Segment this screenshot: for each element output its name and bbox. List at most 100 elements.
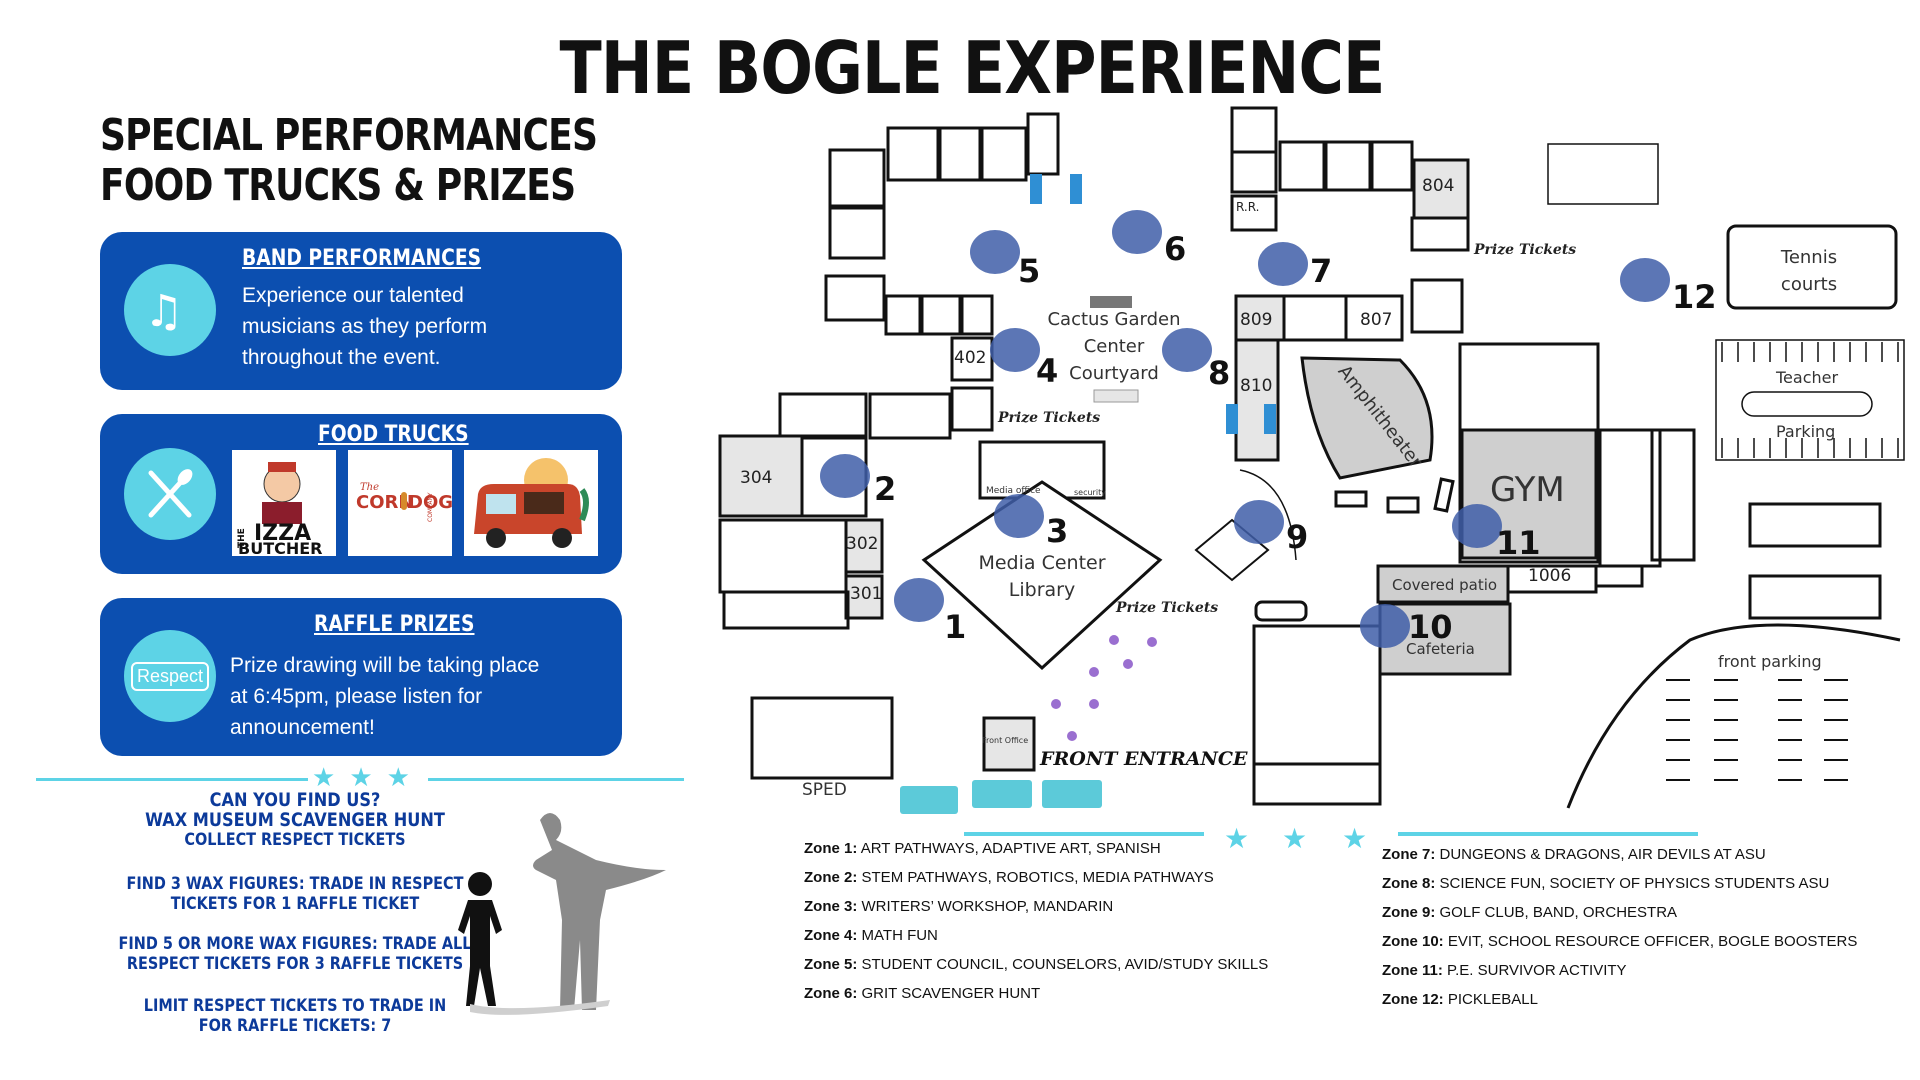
svg-text:★: ★ xyxy=(1342,822,1367,855)
page-title: THE BOGLE EXPERIENCE xyxy=(559,26,1386,110)
bulldog-zone4-icon xyxy=(990,328,1040,372)
bulldog-zone2-icon xyxy=(820,454,870,498)
bulldog-zone9-icon xyxy=(1234,500,1284,544)
raffle-card-title: RAFFLE PRIZES xyxy=(314,612,475,637)
restroom-label: R.R. xyxy=(1236,200,1260,214)
legend-zone-11: Zone 11: P.E. SURVIVOR ACTIVITY xyxy=(1382,962,1627,979)
room-302: 302 xyxy=(846,534,879,554)
corndog-logo-corn: CORN xyxy=(356,492,413,513)
food-card-title: FOOD TRUCKS xyxy=(318,422,469,447)
cafeteria-label: Cafeteria xyxy=(1406,640,1475,658)
headline-line-2: FOOD TRUCKS & PRIZES xyxy=(100,160,576,211)
corndog-logo-dog: DOG xyxy=(408,492,452,513)
corndog-logo-company: COMPANY xyxy=(427,492,434,522)
hunt-line-3: COLLECT RESPECT TICKETS xyxy=(184,830,406,850)
svg-text:♫: ♫ xyxy=(144,286,183,337)
legend-zone-7: Zone 7: DUNGEONS & DRAGONS, AIR DEVILS A… xyxy=(1382,846,1766,863)
food-trucks-card: FOOD TRUCKS THE IZZA BUTCHER The CORN DO… xyxy=(100,414,622,574)
ice-cream-truck-logo xyxy=(464,450,598,556)
raffle-text-line-2: at 6:45pm, please listen for xyxy=(230,685,483,708)
superhero-silhouette-icon xyxy=(458,813,666,1015)
legend-zone-2: Zone 2: STEM PATHWAYS, ROBOTICS, MEDIA P… xyxy=(804,869,1214,886)
corn-dog-company-logo: The CORN DOG COMPANY xyxy=(348,450,453,556)
bulldog-zone10-icon xyxy=(1360,604,1410,648)
room-301: 301 xyxy=(850,584,883,604)
prize-tickets-label-3: Prize Tickets xyxy=(1116,600,1219,616)
sped-label: SPED xyxy=(802,780,847,800)
zone-number-1: 1 xyxy=(944,608,967,646)
legend-zone-10: Zone 10: EVIT, SCHOOL RESOURCE OFFICER, … xyxy=(1382,933,1858,950)
hunt-find5-line-1: FIND 5 OR MORE WAX FIGURES: TRADE ALL xyxy=(118,934,472,954)
headline-line-1: SPECIAL PERFORMANCES xyxy=(100,110,598,161)
corndog-logo-the: The xyxy=(360,482,379,493)
bulldog-zone12-icon xyxy=(1620,258,1670,302)
legend-zone-9: Zone 9: GOLF CLUB, BAND, ORCHESTRA xyxy=(1382,904,1678,921)
raffle-text-line-3: announcement! xyxy=(230,716,375,739)
svg-text:★: ★ xyxy=(1282,822,1307,855)
room-402: 402 xyxy=(954,348,987,368)
raffle-text-line-1: Prize drawing will be taking place xyxy=(230,654,540,677)
teacher-label: Teacher xyxy=(1776,368,1839,387)
bulldog-zone11-icon xyxy=(1452,504,1502,548)
music-notes-icon: ♫ xyxy=(124,264,216,356)
media-office-label: Media office xyxy=(986,486,1041,496)
bulldog-zone6-icon xyxy=(1112,210,1162,254)
zone-number-11: 11 xyxy=(1496,524,1541,562)
legend-zone-12: Zone 12: PICKLEBALL xyxy=(1382,991,1538,1008)
gym-label: GYM xyxy=(1490,470,1565,510)
legend-zone-8: Zone 8: SCIENCE FUN, SOCIETY OF PHYSICS … xyxy=(1382,875,1830,892)
hunt-find3-line-1: FIND 3 WAX FIGURES: TRADE IN RESPECT xyxy=(126,874,464,894)
svg-text:★: ★ xyxy=(1224,822,1249,855)
zone-number-5: 5 xyxy=(1018,252,1041,290)
respect-stamp-text: Respect xyxy=(130,661,210,691)
hunt-line-2: WAX MUSEUM SCAVENGER HUNT xyxy=(145,809,445,831)
legend-zone-6: Zone 6: GRIT SCAVENGER HUNT xyxy=(804,985,1041,1002)
hunt-line-1: CAN YOU FIND US? xyxy=(209,789,381,811)
bulldog-zone5-icon xyxy=(970,230,1020,274)
hunt-find3-line-2: TICKETS FOR 1 RAFFLE TICKET xyxy=(170,894,420,914)
front-office-label: Front Office xyxy=(982,736,1029,745)
hunt-limit-line-2: FOR RAFFLE TICKETS: 7 xyxy=(198,1016,392,1036)
zone-number-9: 9 xyxy=(1286,518,1309,556)
band-card-title: BAND PERFORMANCES xyxy=(242,246,482,271)
zone-number-2: 2 xyxy=(874,470,897,508)
front-parking-label: front parking xyxy=(1718,652,1822,671)
bulldog-zone1-icon xyxy=(894,578,944,622)
security-label: security xyxy=(1074,488,1106,497)
respect-ticket-icon: Respect xyxy=(124,630,216,722)
zone-number-4: 4 xyxy=(1036,352,1059,390)
bulldog-zone7-icon xyxy=(1258,242,1308,286)
bulldog-zone8-icon xyxy=(1162,328,1212,372)
room-804: 804 xyxy=(1422,176,1455,196)
divider-stars-icon: ★★★ xyxy=(308,762,428,792)
hunt-limit-line-1: LIMIT RESPECT TICKETS TO TRADE IN xyxy=(143,996,447,1016)
legend-zone-4: Zone 4: MATH FUN xyxy=(804,927,938,944)
band-performances-card: ♫ BAND PERFORMANCES Experience our talen… xyxy=(100,232,622,390)
zone-number-12: 12 xyxy=(1672,278,1717,316)
hunt-find5-line-2: RESPECT TICKETS FOR 3 RAFFLE TICKETS xyxy=(126,954,464,974)
parking-label: Parking xyxy=(1776,422,1836,441)
fork-knife-icon xyxy=(124,448,216,540)
room-807: 807 xyxy=(1360,310,1393,330)
room-304: 304 xyxy=(740,468,773,488)
covered-patio-label: Covered patio xyxy=(1392,576,1498,594)
band-text-line-1: Experience our talented xyxy=(242,284,464,307)
band-text-line-3: throughout the event. xyxy=(242,346,441,369)
pizza-logo-the: THE xyxy=(237,528,247,548)
zone-number-10: 10 xyxy=(1408,608,1453,646)
band-text-line-2: musicians as they perform xyxy=(242,315,488,338)
zone-number-7: 7 xyxy=(1310,252,1333,290)
raffle-prizes-card: Respect RAFFLE PRIZES Prize drawing will… xyxy=(100,598,622,756)
prize-tickets-label-1: Prize Tickets xyxy=(1474,242,1577,258)
room-810: 810 xyxy=(1240,376,1273,396)
pizza-logo-izza: IZZA xyxy=(254,521,311,546)
bulldog-zone3-icon xyxy=(994,494,1044,538)
pizza-butcher-logo: THE IZZA BUTCHER xyxy=(232,450,336,558)
zone-number-8: 8 xyxy=(1208,354,1231,392)
pizza-logo-butcher: BUTCHER xyxy=(238,539,322,556)
legend-zone-5: Zone 5: STUDENT COUNCIL, COUNSELORS, AVI… xyxy=(804,956,1269,973)
